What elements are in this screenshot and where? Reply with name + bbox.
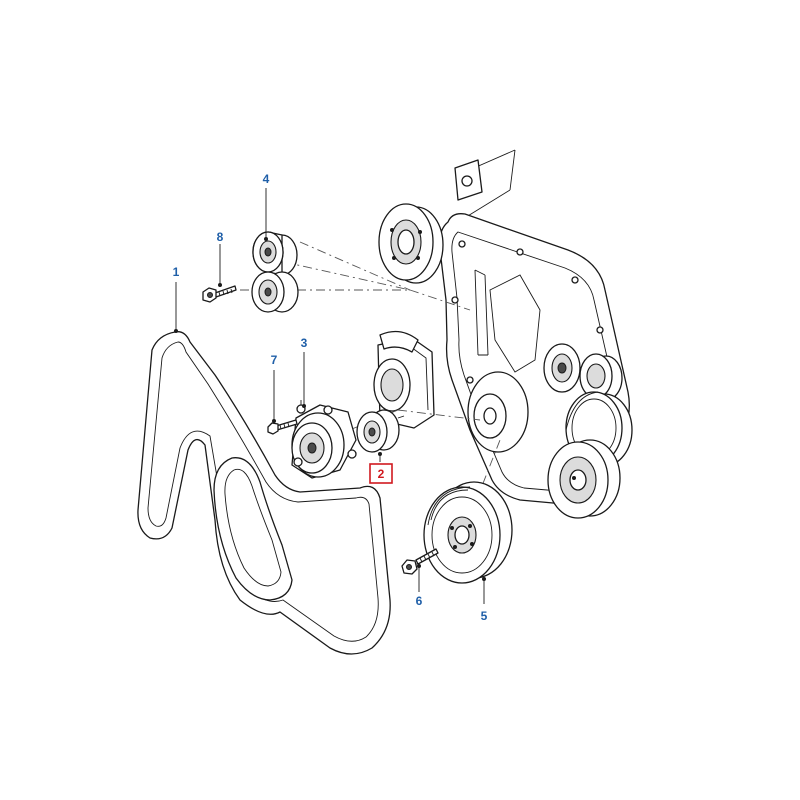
crankshaft-damper-pulley	[423, 481, 513, 584]
right-idler-pulley	[579, 353, 623, 401]
callout-2[interactable]: 2	[378, 467, 385, 481]
belt-tensioner	[291, 404, 357, 479]
callout-2-highlight-box	[369, 463, 393, 484]
callout-7[interactable]: 7	[271, 353, 278, 367]
idler-pulley-upper	[252, 231, 298, 276]
callout-labels: 1 2 3 4 5 6 7 8	[173, 172, 488, 623]
callout-8[interactable]: 8	[217, 230, 224, 244]
damper-bolt	[401, 548, 439, 575]
callout-1[interactable]: 1	[173, 265, 180, 279]
camshaft-pulley	[378, 203, 444, 284]
callout-3[interactable]: 3	[301, 336, 308, 350]
leader-lines	[174, 188, 486, 604]
tensioner-bolt	[267, 419, 298, 435]
callout-5[interactable]: 5	[481, 609, 488, 623]
drive-belt	[137, 331, 391, 655]
ac-compressor-pulley	[547, 439, 621, 519]
crankshaft-hub	[467, 371, 529, 453]
fuel-pump-sprocket	[543, 343, 581, 393]
water-pump-housing	[373, 330, 435, 429]
callout-6[interactable]: 6	[416, 594, 423, 608]
idler-pulley-lower	[251, 271, 299, 313]
tensioner-pulley	[356, 409, 405, 453]
idler-bolt	[202, 285, 237, 303]
callout-4[interactable]: 4	[263, 172, 270, 186]
